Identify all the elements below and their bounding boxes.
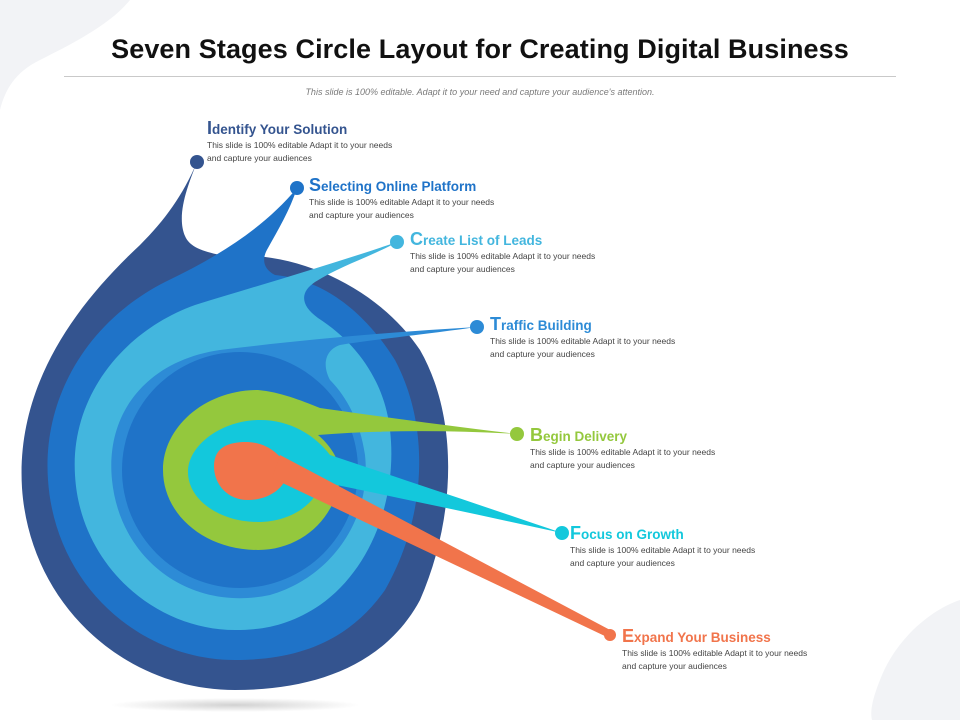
page-title: Seven Stages Circle Layout for Creating … [111, 34, 849, 64]
stage-4-title: Traffic Building [490, 314, 592, 334]
page-subtitle: This slide is 100% editable. Adapt it to… [305, 87, 655, 97]
stage-5-title: Begin Delivery [530, 425, 628, 445]
stage-3-dot [390, 235, 404, 249]
top-left-blob [0, 0, 130, 110]
stage-7-label: Expand Your Business This slide is 100% … [622, 626, 862, 673]
stage-4-dot [470, 320, 484, 334]
stage-7-dot [604, 629, 616, 641]
stage-1-dot [190, 155, 204, 169]
stage-2-description: This slide is 100% editable Adapt it to … [309, 197, 495, 220]
stage-5-dot [510, 427, 524, 441]
stage-7-connector [272, 455, 612, 638]
stage-2-label: Selecting Online Platform This slide is … [309, 175, 549, 222]
stage-2-dot [290, 181, 304, 195]
stage-5-label: Begin Delivery This slide is 100% editab… [530, 425, 770, 472]
stage-3-description: This slide is 100% editable Adapt it to … [410, 251, 596, 274]
stage-6-dot [555, 526, 569, 540]
stage-1-label: Identify Your Solution This slide is 100… [207, 118, 447, 165]
bottom-right-blob [871, 600, 960, 720]
stage-4-label: Traffic Building This slide is 100% edit… [490, 314, 730, 361]
stage-1-description: This slide is 100% editable Adapt it to … [207, 140, 393, 163]
stage-5-description: This slide is 100% editable Adapt it to … [530, 447, 716, 470]
stage-2-title: Selecting Online Platform [309, 175, 477, 195]
title-divider [64, 76, 896, 77]
stage-6-title: Focus on Growth [570, 523, 684, 543]
stage-7-description: This slide is 100% editable Adapt it to … [622, 648, 808, 671]
stage-6-ring [188, 420, 562, 533]
stage-3-title: Create List of Leads [410, 229, 543, 249]
diagram-shadow [110, 698, 360, 712]
stage-7-core [214, 442, 288, 500]
stage-3-label: Create List of Leads This slide is 100% … [410, 229, 650, 276]
stage-6-label: Focus on Growth This slide is 100% edita… [570, 523, 810, 570]
stage-4-description: This slide is 100% editable Adapt it to … [490, 336, 676, 359]
stage-6-description: This slide is 100% editable Adapt it to … [570, 545, 756, 568]
stage-1-title: Identify Your Solution [207, 118, 348, 138]
stage-7-title: Expand Your Business [622, 626, 771, 646]
